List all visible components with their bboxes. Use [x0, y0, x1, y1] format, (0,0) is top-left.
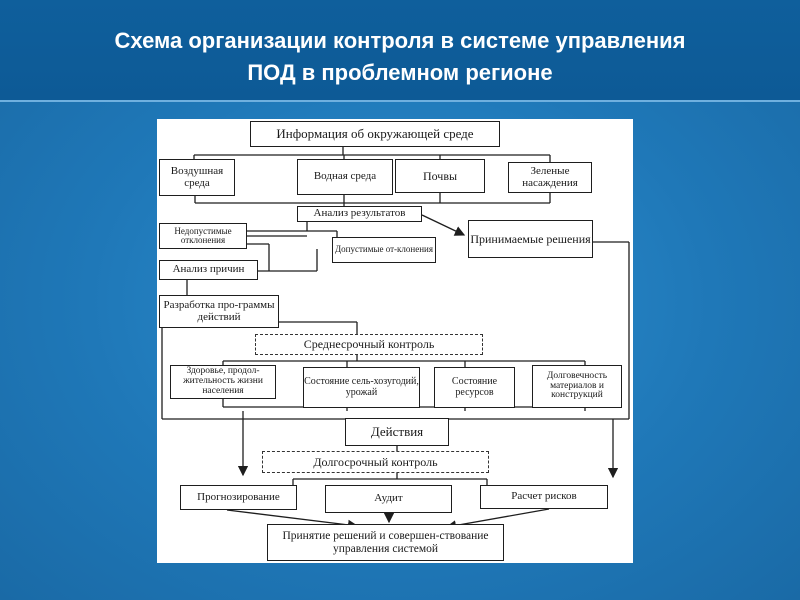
box-acceptable: Допустимые от-клонения	[332, 237, 436, 263]
label-acceptable: Допустимые от-клонения	[335, 244, 433, 255]
box-resources: Состояние ресурсов	[434, 367, 515, 408]
box-water: Водная среда	[297, 159, 393, 195]
label-agriculture: Состояние сель-хозугодий, урожай	[304, 376, 419, 398]
box-decisions: Принимаемые решения	[468, 220, 593, 258]
label-health: Здоровье, продол-жительность жизни насел…	[183, 366, 263, 396]
label-forecast: Прогнозирование	[197, 490, 280, 503]
box-air: Воздушная среда	[159, 159, 235, 196]
box-risks: Расчет рисков	[480, 485, 608, 509]
label-air: Воздушная среда	[170, 164, 224, 189]
title-bar: Схема организации контроля в системе упр…	[0, 0, 800, 102]
label-decisions: Принимаемые решения	[470, 231, 591, 246]
box-longterm-control: Долгосрочный контроль	[262, 451, 489, 473]
label-audit: Аудит	[374, 492, 403, 505]
label-midterm-control: Среднесрочный контроль	[303, 337, 435, 352]
label-soil: Почвы	[422, 168, 458, 183]
label-actions: Действия	[370, 424, 424, 440]
title-line-1: Схема организации контроля в системе упр…	[114, 28, 686, 53]
connector-lines	[161, 147, 630, 531]
box-analysis: Анализ результатов	[297, 206, 422, 222]
box-green: Зеленые насаждения	[508, 162, 592, 193]
box-causes: Анализ причин	[159, 260, 258, 280]
box-environment-info: Информация об окружающей среде	[250, 121, 500, 147]
box-health: Здоровье, продол-жительность жизни насел…	[170, 365, 276, 399]
label-unacceptable: Недопустимые отклонения	[174, 225, 232, 245]
box-agriculture: Состояние сель-хозугодий, урожай	[303, 367, 420, 408]
label-green: Зеленые насаждения	[522, 164, 578, 189]
box-actions: Действия	[345, 418, 449, 446]
label-risks: Расчет рисков	[511, 490, 577, 503]
label-program: Разработка про-граммы действий	[163, 298, 275, 323]
box-program: Разработка про-граммы действий	[159, 295, 279, 328]
label-longterm-control: Долгосрочный контроль	[313, 454, 438, 469]
label-analysis: Анализ результатов	[313, 207, 406, 220]
label-resources: Состояние ресурсов	[451, 376, 498, 398]
box-final-decisions: Принятие решений и совершен-ствование уп…	[267, 524, 504, 561]
label-water: Водная среда	[313, 170, 377, 183]
title-line-2: ПОД в проблемном регионе	[247, 60, 553, 85]
label-durability: Долговечность материалов и конструкций	[546, 370, 608, 401]
box-durability: Долговечность материалов и конструкций	[532, 365, 622, 408]
diagram-panel: Информация об окружающей среде Воздушная…	[157, 119, 633, 563]
label-environment-info: Информация об окружающей среде	[276, 126, 474, 142]
box-midterm-control: Среднесрочный контроль	[255, 334, 483, 355]
label-causes: Анализ причин	[172, 263, 245, 276]
box-unacceptable: Недопустимые отклонения	[159, 223, 247, 249]
box-soil: Почвы	[395, 159, 485, 193]
label-final-decisions: Принятие решений и совершен-ствование уп…	[282, 530, 489, 555]
box-audit: Аудит	[325, 485, 452, 513]
box-forecast: Прогнозирование	[180, 485, 297, 510]
